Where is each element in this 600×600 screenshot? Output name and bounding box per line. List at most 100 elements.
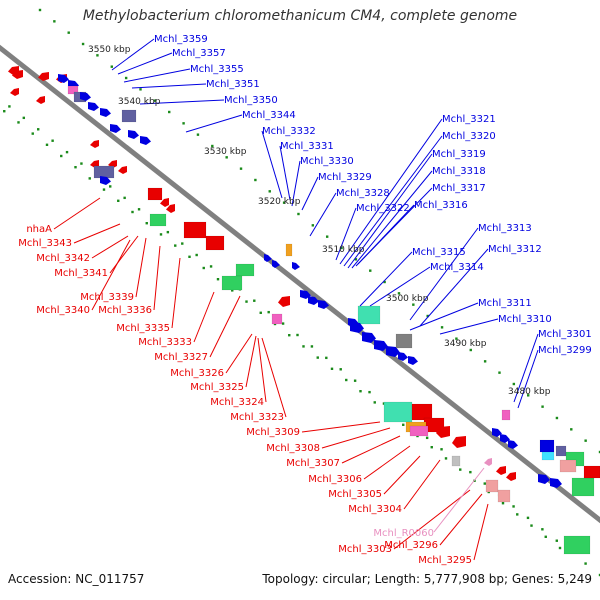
track-dot [544, 535, 547, 538]
track-dot [259, 311, 262, 314]
track-dot [373, 401, 376, 404]
track-dot [3, 110, 6, 113]
track-dot [340, 246, 343, 250]
gene-label: Mchl_3319 [432, 149, 486, 160]
leader-line [91, 239, 131, 311]
track-dot [512, 505, 515, 508]
forward-gene [492, 428, 502, 437]
gene-label: Mchl_3317 [432, 183, 486, 194]
track-dot [440, 448, 443, 451]
track-dot [80, 162, 83, 165]
other-feature [395, 333, 413, 349]
other-feature [563, 535, 591, 555]
track-dot [17, 121, 20, 124]
track-dot [527, 394, 530, 397]
leader-line [383, 455, 421, 495]
track-dot [288, 334, 291, 337]
gene-label: Mchl_3350 [224, 95, 278, 106]
track-dot [182, 122, 185, 125]
gene-label: Mchl_3327 [154, 352, 208, 363]
track-dot [202, 266, 205, 270]
track-dot [412, 303, 415, 306]
gene-label: Mchl_3330 [300, 156, 354, 167]
track-dot [383, 280, 386, 284]
other-feature [93, 165, 115, 179]
forward-gene [398, 352, 408, 361]
leader-line [185, 114, 243, 133]
reverse-gene [36, 96, 45, 104]
track-dot [354, 258, 358, 261]
gene-label: Mchl_3306 [308, 474, 362, 485]
reverse-gene [484, 458, 492, 466]
track-dot [584, 439, 587, 442]
leader-line [363, 445, 411, 480]
forward-gene [58, 74, 69, 83]
gene-label: Mchl_3335 [116, 323, 170, 334]
reverse-gene-box [205, 235, 225, 251]
forward-gene [308, 296, 319, 305]
leader-line [171, 257, 181, 329]
label-leader-lines [53, 38, 539, 561]
tick-label: 3490 kbp [444, 339, 487, 349]
other-feature [357, 305, 381, 325]
gene-label: Mchl_3320 [442, 131, 496, 142]
leader-line [357, 204, 415, 265]
track-dot [444, 457, 448, 460]
track-dot [426, 314, 429, 318]
gene-label: Mchl_3316 [414, 200, 468, 211]
gene-label: Mchl_3310 [498, 314, 552, 325]
track-dot [102, 188, 106, 191]
forward-gene [386, 346, 400, 357]
reverse-gene [436, 426, 450, 438]
track-dot [330, 367, 334, 370]
track-dot [239, 167, 243, 170]
track-dot [339, 368, 342, 371]
leader-line [403, 459, 441, 510]
reverse-gene [10, 88, 19, 96]
genome-backbone [0, 44, 600, 524]
reverse-gene-box [147, 187, 163, 201]
track-dot [153, 99, 157, 102]
track-dot [231, 289, 234, 292]
track-dot [483, 482, 486, 485]
leader-line [335, 207, 357, 261]
forward-gene [100, 108, 111, 117]
track-dot [316, 356, 319, 359]
leader-line [73, 223, 121, 244]
track-dot [53, 20, 56, 23]
leader-line [117, 52, 173, 75]
track-dot [22, 116, 26, 120]
gene-label: Mchl_3315 [412, 247, 466, 258]
track-dot [45, 143, 49, 146]
forward-gene [88, 102, 99, 111]
gene-label: Mchl_3299 [538, 345, 592, 356]
track-dot [8, 105, 11, 108]
leader-line [123, 68, 191, 83]
track-dot [369, 269, 372, 272]
leader-line [433, 467, 485, 533]
gene-label: nhaA [26, 224, 52, 235]
track-dot [31, 132, 34, 135]
forward-gene [550, 478, 562, 488]
gene-label: Mchl_3305 [328, 489, 382, 500]
gene-label: Mchl_3333 [138, 337, 192, 348]
track-dot [168, 110, 171, 114]
track-dot [109, 185, 112, 188]
track-dot [368, 390, 371, 394]
track-dot [425, 436, 429, 440]
forward-gene [350, 322, 364, 333]
track-dot [282, 201, 286, 204]
forward-gene-box [539, 439, 555, 453]
gene-label: Mchl_3331 [280, 141, 334, 152]
leader-line [261, 337, 287, 418]
forward-gene [140, 136, 151, 145]
forward-gene [264, 254, 272, 262]
gene-label: Mchl_3351 [206, 79, 260, 90]
gene-label: Mchl_3328 [336, 188, 390, 199]
track-dot [402, 423, 405, 426]
track-dot [570, 428, 573, 431]
track-dot [145, 222, 148, 225]
forward-gene [374, 340, 388, 351]
leader-line [309, 192, 337, 237]
